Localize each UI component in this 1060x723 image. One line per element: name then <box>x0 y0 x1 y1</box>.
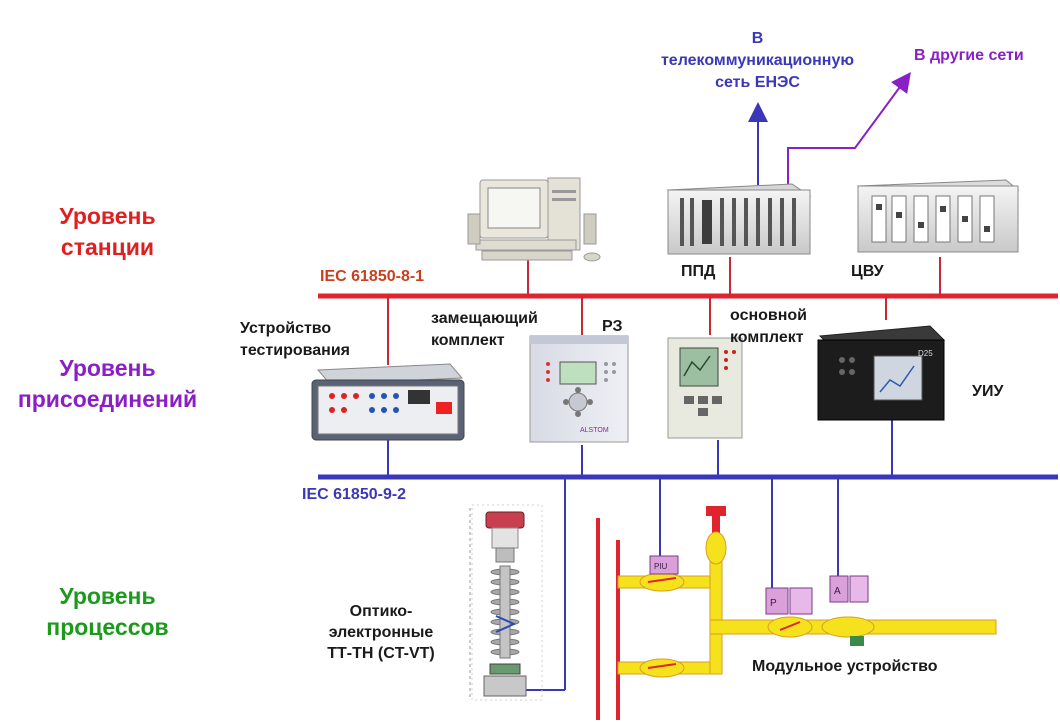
rz-relay <box>667 337 743 439</box>
level-station-line1: Уровень <box>59 203 156 229</box>
uiu-label: УИУ <box>972 383 1004 400</box>
ppd-label: ППД <box>681 263 716 280</box>
test-device <box>311 363 465 441</box>
telecom-network-label: В телекоммуникационную сеть ЕНЭС <box>630 28 885 94</box>
test-device-line1: Устройство <box>240 320 332 337</box>
main-set-label: основной комплект <box>730 305 807 349</box>
workstation-pc <box>467 177 601 262</box>
test-device-label: Устройство тестирования <box>240 318 350 362</box>
cvu-rack <box>856 179 1020 253</box>
primary-circuit <box>596 506 997 720</box>
uiu-model-mark: D25 <box>918 349 933 358</box>
optical-line1: Оптико- <box>349 603 413 620</box>
modular-device: P A PIU <box>649 555 869 646</box>
module-letter-a: A <box>834 586 841 597</box>
backup-set-line2: комплект <box>431 332 505 349</box>
level-process-label: Уровень процессов <box>30 581 185 643</box>
ppd-rack <box>666 183 812 255</box>
main-set-line2: комплект <box>730 329 804 346</box>
rz-label: РЗ <box>602 318 623 335</box>
level-bay-line2: присоединений <box>17 386 198 412</box>
optical-ct-vt-column <box>469 504 543 701</box>
process-bus-label: IEC 61850-9-2 <box>302 486 407 503</box>
station-bus-drops <box>387 257 941 365</box>
level-bay-label: Уровень присоединений <box>0 353 215 415</box>
backup-set-line1: замещающий <box>431 310 538 327</box>
level-bay-line1: Уровень <box>59 355 156 381</box>
level-process-line2: процессов <box>46 614 169 640</box>
other-networks-label: В другие сети <box>914 47 1024 64</box>
uiu-unit: D25 <box>817 325 946 421</box>
main-set-line1: основной <box>730 307 808 324</box>
test-device-line2: тестирования <box>240 342 350 359</box>
cvu-label: ЦВУ <box>851 263 884 280</box>
telecom-line3: сеть ЕНЭС <box>715 74 800 91</box>
optical-line2: электронные <box>328 624 434 641</box>
level-station-line2: станции <box>60 234 155 260</box>
other-networks-uplink <box>787 71 911 185</box>
optical-ct-vt-label: Оптико- электронные ТТ-ТН (CT-VT) <box>306 601 456 664</box>
module-letter-p: P <box>770 598 777 609</box>
backup-set-label: замещающий комплект <box>431 308 538 352</box>
backup-brand-mark: ALSTOM <box>580 427 609 434</box>
modular-device-label: Модульное устройство <box>752 658 938 675</box>
telecom-line2: телекоммуникационную <box>660 52 855 69</box>
optical-line3: ТТ-ТН (CT-VT) <box>327 645 435 662</box>
telecom-line1: В <box>751 30 764 47</box>
level-process-line1: Уровень <box>59 583 156 609</box>
station-bus-label: IEC 61850-8-1 <box>320 268 425 285</box>
module-code-mark: PIU <box>654 562 668 571</box>
level-station-label: Уровень станции <box>40 201 175 263</box>
backup-set-relay: ALSTOM <box>529 335 629 443</box>
process-bus-drops <box>387 420 893 691</box>
